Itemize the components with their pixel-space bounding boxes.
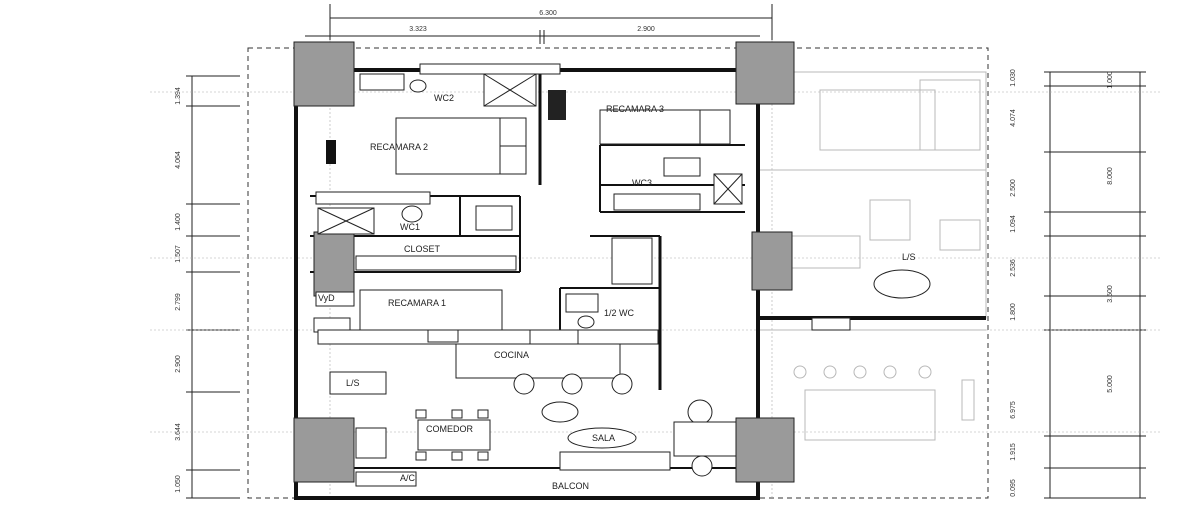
label-closet: CLOSET xyxy=(404,244,441,254)
dim-left-0: 1.394 xyxy=(175,87,182,105)
column xyxy=(735,41,795,105)
dim-left-3: 1.507 xyxy=(175,245,182,263)
label-recamara2: RECAMARA 2 xyxy=(370,142,428,152)
dim-ri-6: 6.975 xyxy=(1010,401,1017,419)
dim-ri-4: 2.536 xyxy=(1010,259,1017,277)
label-ac: A/C xyxy=(400,473,416,483)
dim-ro-1: 8.000 xyxy=(1107,167,1114,185)
dim-left-4: 2.799 xyxy=(175,293,182,311)
label-half-wc: 1/2 WC xyxy=(604,308,635,318)
dim-ri-2: 2.500 xyxy=(1010,179,1017,197)
room-labels: WC2 RECAMARA 3 RECAMARA 2 WC3 WC1 CLOSET… xyxy=(318,93,664,491)
fixtures xyxy=(313,63,931,487)
label-recamara3: RECAMARA 3 xyxy=(606,104,664,114)
dim-left-2: 1.400 xyxy=(175,213,182,231)
column xyxy=(293,41,355,107)
dim-ri-8: 0.095 xyxy=(1010,479,1017,497)
dim-total: 6.300 xyxy=(539,10,557,17)
right-dimensions: 1.030 4.074 2.500 1.094 2.536 1.800 6.97… xyxy=(1010,69,1146,499)
label-ls-right: L/S xyxy=(902,252,916,262)
label-ls: L/S xyxy=(346,378,360,388)
label-cocina: COCINA xyxy=(494,350,529,360)
dim-ri-7: 1.915 xyxy=(1010,443,1017,461)
dim-ri-1: 4.074 xyxy=(1010,109,1017,127)
dim-ri-5: 1.800 xyxy=(1010,303,1017,321)
left-dimensions: 1.394 4.064 1.400 1.507 2.799 2.900 3.64… xyxy=(175,75,240,499)
dim-left-1: 4.064 xyxy=(175,151,182,169)
dim-ro-0: 1.000 xyxy=(1107,71,1114,89)
dim-ro-2: 3.500 xyxy=(1107,285,1114,303)
dim-ro-3: 5.000 xyxy=(1107,375,1114,393)
column xyxy=(293,417,355,483)
label-sala: SALA xyxy=(592,433,615,443)
dim-left: 3.323 xyxy=(409,26,427,33)
dim-left-5: 2.900 xyxy=(175,355,182,373)
dim-left-7: 1.050 xyxy=(175,475,182,493)
label-wc1: WC1 xyxy=(400,222,420,232)
label-comedor: COMEDOR xyxy=(426,424,474,434)
top-dimensions: 6.300 3.323 2.900 xyxy=(305,4,773,44)
column xyxy=(313,231,355,297)
column xyxy=(751,231,793,291)
column xyxy=(735,417,795,483)
dim-ri-3: 1.094 xyxy=(1010,215,1017,233)
label-wc2: WC2 xyxy=(434,93,454,103)
columns xyxy=(293,41,795,483)
label-wc3: WC3 xyxy=(632,178,652,188)
label-recamara1: RECAMARA 1 xyxy=(388,298,446,308)
label-vyd: VyD xyxy=(318,293,335,303)
dim-ri-0: 1.030 xyxy=(1010,69,1017,87)
neighbor-unit: L/S xyxy=(757,71,987,441)
label-balcon: BALCON xyxy=(552,481,589,491)
dim-right: 2.900 xyxy=(637,26,655,33)
